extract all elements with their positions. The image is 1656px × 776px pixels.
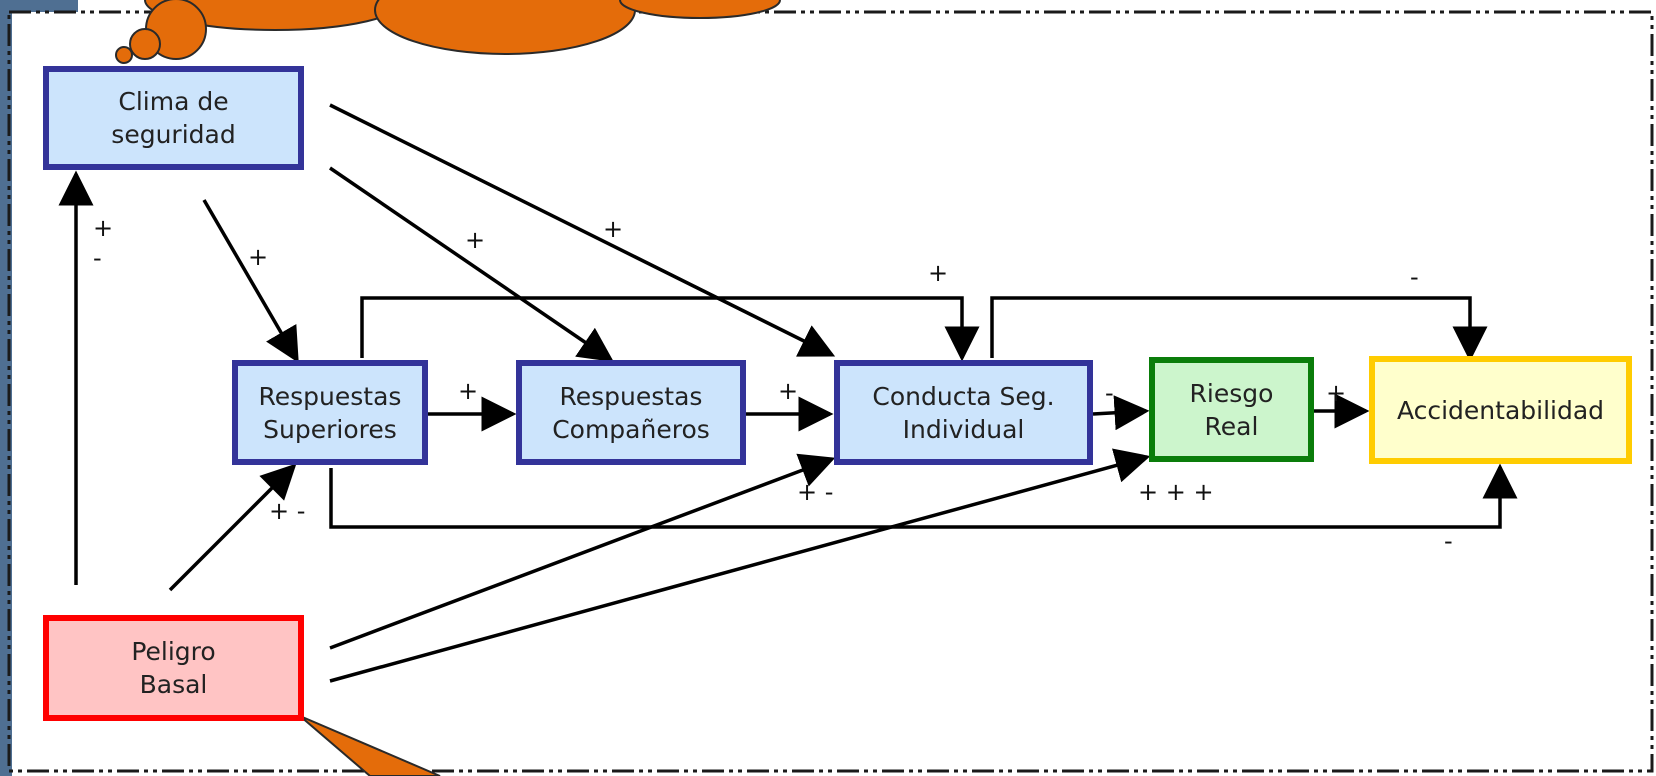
arrow-clima-companeros	[329, 166, 614, 362]
sign-conducta-riesgo: -	[1105, 379, 1114, 407]
sign-peligro-riesgo: + + +	[1138, 478, 1214, 506]
speech-callout-pointer	[299, 715, 441, 776]
top-left-accent	[0, 0, 78, 12]
node-riesgo-real: Riesgo Real	[1149, 357, 1314, 462]
arrow-peligro-superiores	[168, 463, 297, 592]
arrow-superiores-conducta-top	[360, 296, 980, 362]
sign-superiores-conducta-top: +	[928, 259, 949, 287]
arrow-peligro-riesgo	[329, 448, 1151, 683]
arrow-clima-superiores	[202, 199, 299, 364]
arrow-clima-conducta	[329, 103, 836, 357]
sign-superiores-companeros: +	[458, 377, 479, 405]
sign-riesgo-accidentabilidad: +	[1326, 379, 1347, 407]
node-respuestas-companeros: Respuestas Compañeros	[516, 360, 746, 465]
sign-peligro-conducta: + -	[797, 478, 834, 506]
arrow-conducta-riesgo	[1092, 395, 1150, 431]
node-respuestas-superiores: Respuestas Superiores	[232, 360, 428, 465]
node-conducta-seg-individual: Conducta Seg. Individual	[834, 360, 1093, 465]
arrow-peligro-conducta	[329, 453, 836, 650]
sign-conducta-accidentabilidad-top: -	[1410, 263, 1419, 291]
node-clima-de-seguridad: Clima de seguridad	[43, 66, 304, 170]
dashed-frame	[7, 10, 1654, 773]
thought-callout	[115, 0, 781, 64]
sign-companeros-conducta: +	[778, 377, 799, 405]
node-peligro-basal: Peligro Basal	[43, 615, 304, 721]
sign-clima-conducta: +	[603, 215, 624, 243]
arrow-superiores-accidentabilidad-bottom	[329, 463, 1518, 529]
sign-clima-companeros: +	[465, 226, 486, 254]
sign-clima-superiores: +	[248, 243, 269, 271]
arrow-conducta-accidentabilidad-top	[990, 296, 1488, 362]
sign-peligro-superiores: + -	[269, 497, 306, 525]
sign-peligro-clima: + -	[93, 214, 114, 272]
sign-superiores-accidentabilidad-bottom: -	[1444, 527, 1453, 555]
connectors	[58, 103, 1518, 683]
node-accidentabilidad: Accidentabilidad	[1369, 356, 1632, 464]
